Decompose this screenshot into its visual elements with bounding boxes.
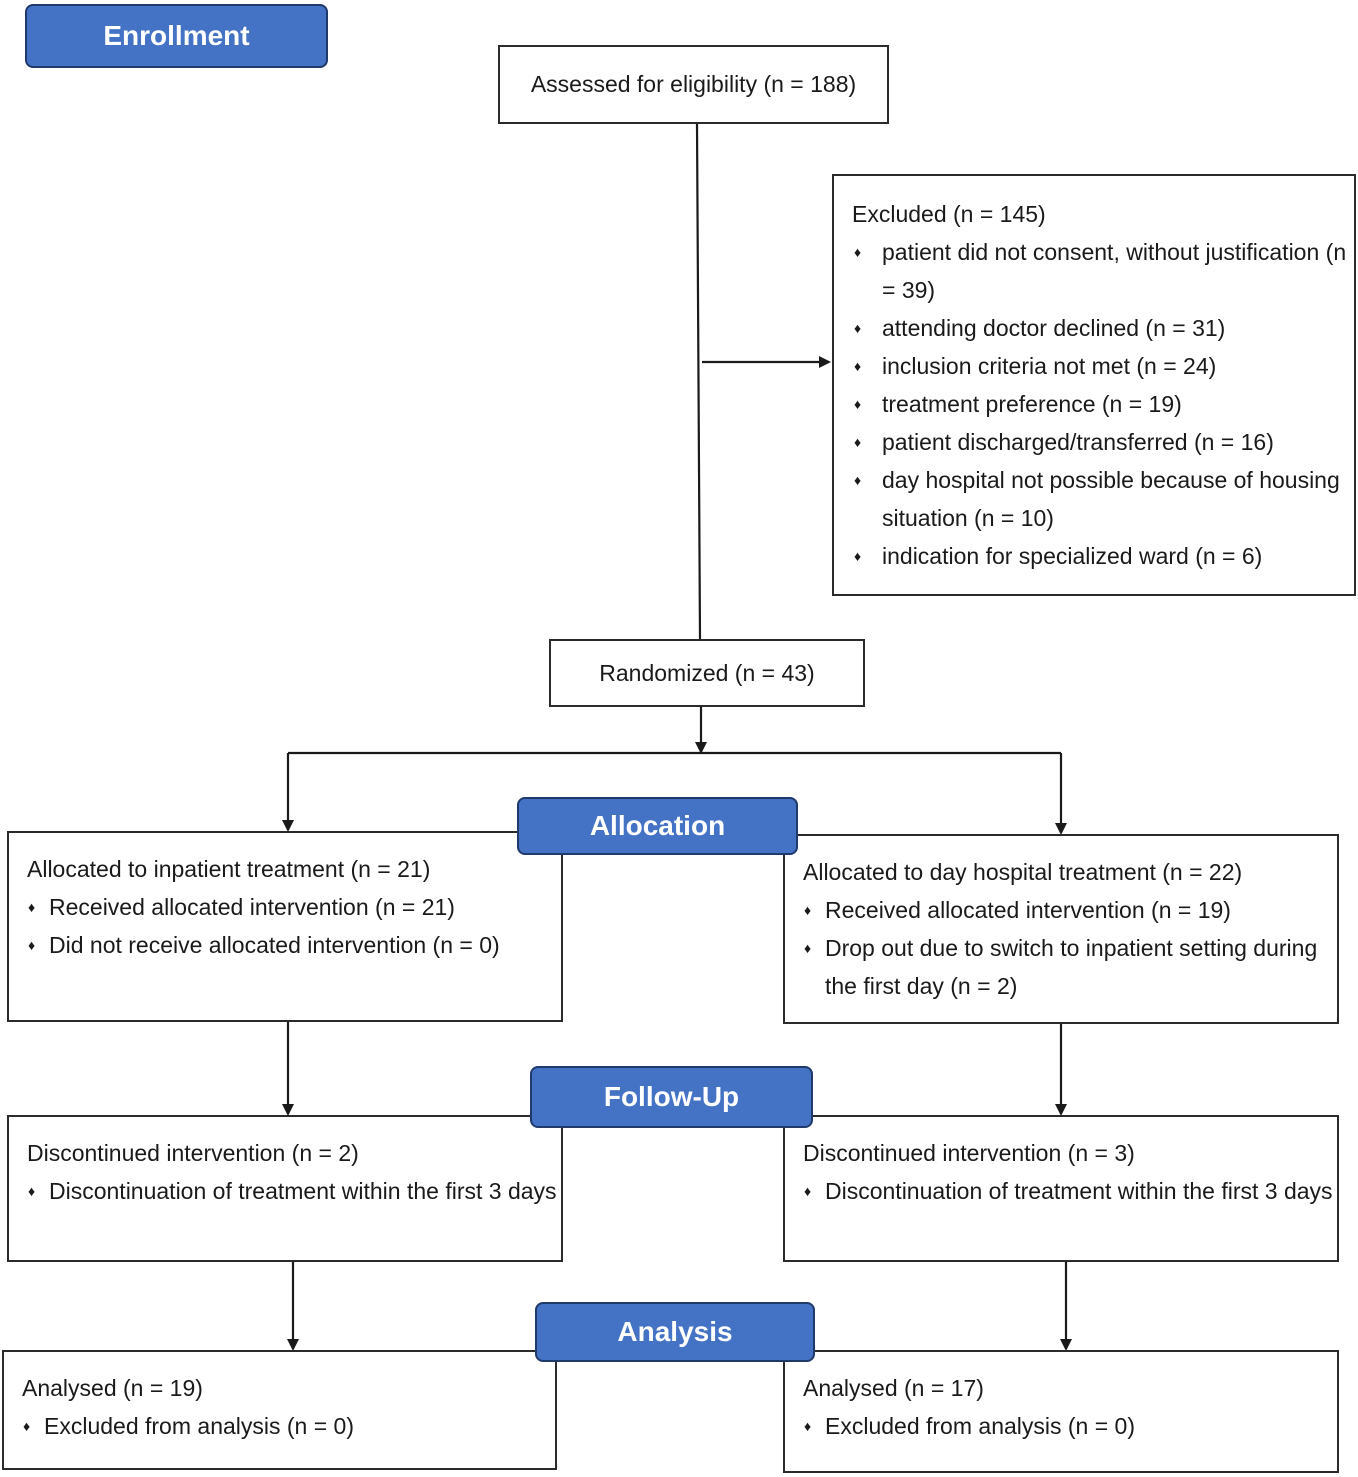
allocation-day-hospital-item: Received allocated intervention (n = 19): [803, 891, 1337, 929]
follow-up-inpatient-box: Discontinued intervention (n = 2) Discon…: [7, 1115, 563, 1262]
analysis-day-hospital-title: Analysed (n = 17): [803, 1375, 984, 1401]
excluded-reasons-list: patient did not consent, without justifi…: [852, 233, 1354, 575]
analysis-day-hospital-item: Excluded from analysis (n = 0): [803, 1407, 1337, 1445]
excluded-box: Excluded (n = 145) patient did not conse…: [832, 174, 1356, 596]
allocation-inpatient-title: Allocated to inpatient treatment (n = 21…: [27, 856, 431, 882]
follow-up-day-hospital-title: Discontinued intervention (n = 3): [803, 1140, 1135, 1166]
analysis-inpatient-box: Analysed (n = 19) Excluded from analysis…: [2, 1350, 557, 1470]
stage-label-allocation: Allocation: [517, 797, 798, 855]
randomized-text: Randomized (n = 43): [599, 660, 815, 686]
assessed-text: Assessed for eligibility (n = 188): [530, 71, 857, 97]
follow-up-inpatient-list: Discontinuation of treatment within the …: [27, 1172, 561, 1210]
stage-label-enrollment: Enrollment: [25, 4, 328, 68]
excluded-reason: patient did not consent, without justifi…: [852, 233, 1354, 309]
follow-up-inpatient-title: Discontinued intervention (n = 2): [27, 1140, 359, 1166]
allocation-day-hospital-list: Received allocated intervention (n = 19)…: [803, 891, 1337, 1005]
excluded-reason: treatment preference (n = 19): [852, 385, 1354, 423]
allocation-inpatient-item: Did not receive allocated intervention (…: [27, 926, 561, 964]
analysis-inpatient-list: Excluded from analysis (n = 0): [22, 1407, 555, 1445]
allocation-inpatient-item: Received allocated intervention (n = 21): [27, 888, 561, 926]
allocation-day-hospital-item: Drop out due to switch to inpatient sett…: [803, 929, 1337, 1005]
follow-up-day-hospital-item: Discontinuation of treatment within the …: [803, 1172, 1337, 1210]
analysis-day-hospital-box: Analysed (n = 17) Excluded from analysis…: [783, 1350, 1339, 1473]
randomized-box: Randomized (n = 43): [549, 639, 865, 707]
follow-up-inpatient-item: Discontinuation of treatment within the …: [27, 1172, 561, 1210]
analysis-inpatient-title: Analysed (n = 19): [22, 1375, 203, 1401]
allocation-day-hospital-box: Allocated to day hospital treatment (n =…: [783, 834, 1339, 1024]
analysis-inpatient-item: Excluded from analysis (n = 0): [22, 1407, 555, 1445]
stage-label-follow-up: Follow-Up: [530, 1066, 813, 1128]
analysis-day-hospital-list: Excluded from analysis (n = 0): [803, 1407, 1337, 1445]
excluded-reason: patient discharged/transferred (n = 16): [852, 423, 1354, 461]
excluded-reason: day hospital not possible because of hou…: [852, 461, 1354, 537]
follow-up-day-hospital-box: Discontinued intervention (n = 3) Discon…: [783, 1115, 1339, 1262]
excluded-title: Excluded (n = 145): [852, 201, 1046, 227]
allocation-inpatient-box: Allocated to inpatient treatment (n = 21…: [7, 831, 563, 1022]
assessed-box: Assessed for eligibility (n = 188): [498, 45, 889, 124]
excluded-reason: attending doctor declined (n = 31): [852, 309, 1354, 347]
excluded-reason: indication for specialized ward (n = 6): [852, 537, 1354, 575]
follow-up-day-hospital-list: Discontinuation of treatment within the …: [803, 1172, 1337, 1210]
allocation-inpatient-list: Received allocated intervention (n = 21)…: [27, 888, 561, 964]
allocation-day-hospital-title: Allocated to day hospital treatment (n =…: [803, 859, 1243, 885]
connector-assessed-randomized: [695, 123, 702, 640]
stage-label-analysis: Analysis: [535, 1302, 815, 1362]
excluded-reason: inclusion criteria not met (n = 24): [852, 347, 1354, 385]
